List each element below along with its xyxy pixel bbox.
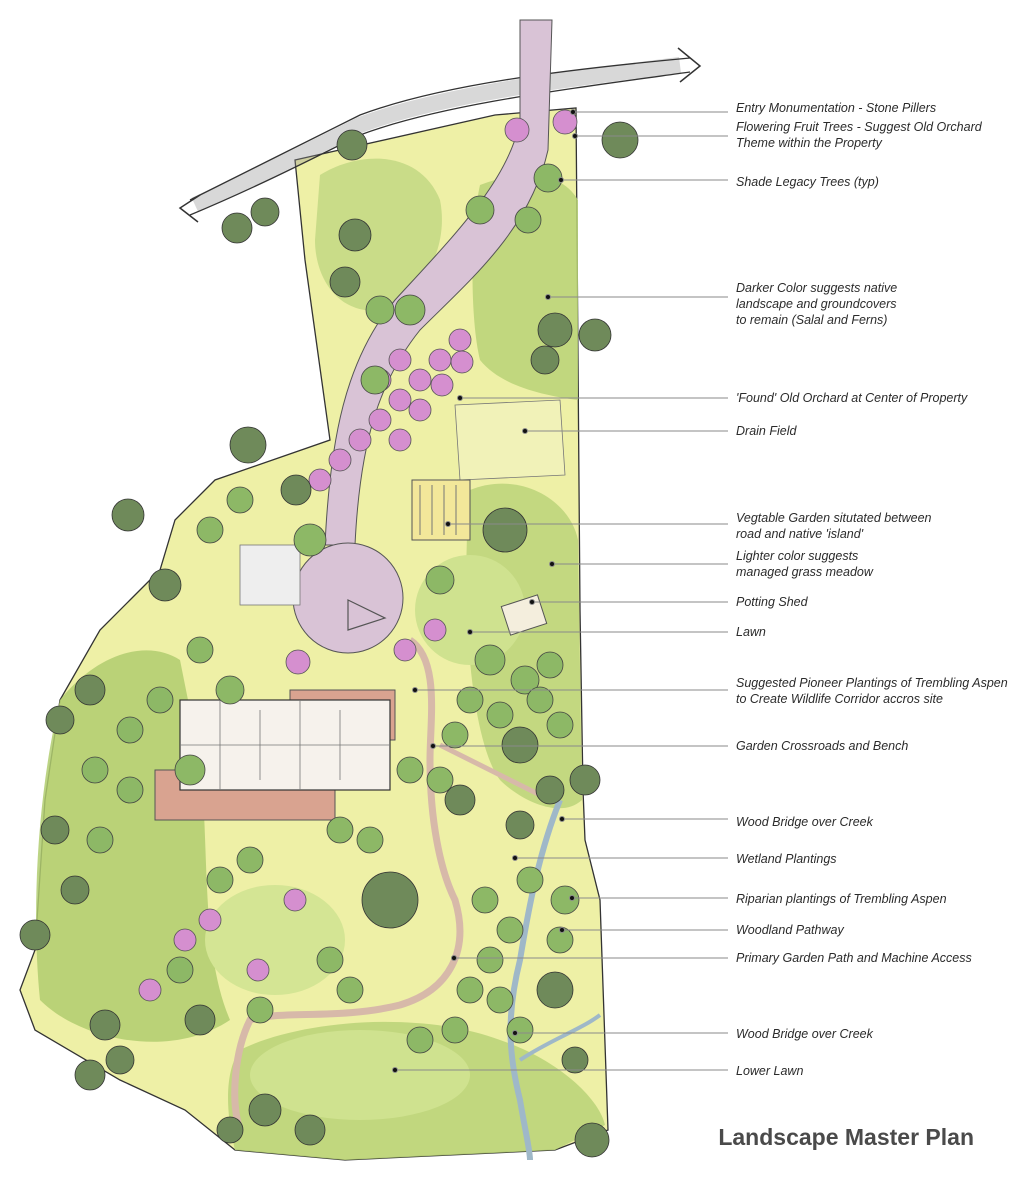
- parking-pad: [239, 544, 301, 606]
- callout-shade-legacy-trees: Shade Legacy Trees (typ): [736, 175, 879, 189]
- callout-found-old-orchard: 'Found' Old Orchard at Center of Propert…: [736, 391, 968, 405]
- garden-bed-area: [205, 885, 345, 995]
- motor-court-island: [347, 599, 387, 631]
- potting-shed: [500, 594, 548, 636]
- road-arrow-east: [677, 47, 702, 83]
- callout-flowering-fruit-trees: Flowering Fruit Trees - Suggest Old Orch…: [736, 120, 982, 150]
- callout-darker-color-native: Darker Color suggests native landscape a…: [736, 281, 898, 327]
- motor-court: [292, 542, 404, 654]
- evergreen-trees: [19, 121, 639, 1158]
- callout-lawn: Lawn: [736, 625, 766, 639]
- primary-garden-path: [231, 637, 464, 1132]
- callout-drain-field: Drain Field: [736, 424, 797, 438]
- callout-primary-garden-path: Primary Garden Path and Machine Access: [736, 951, 972, 965]
- callout-leader-lines: [392, 109, 728, 1073]
- callout-wetland-plantings: Wetland Plantings: [736, 852, 837, 866]
- callout-lighter-color-meadow: Lighter color suggests managed grass mea…: [736, 549, 873, 579]
- creek-branch: [518, 1013, 602, 1062]
- vegetable-garden-rows: [419, 485, 457, 535]
- road-edge-south: [189, 71, 691, 216]
- callout-potting-shed: Potting Shed: [736, 595, 808, 609]
- callout-wood-bridge-upper: Wood Bridge over Creek: [736, 815, 873, 829]
- plan-title: Landscape Master Plan: [718, 1124, 974, 1150]
- road-edge-north: [189, 57, 691, 201]
- callout-wood-bridge-lower: Wood Bridge over Creek: [736, 1027, 873, 1041]
- callout-riparian-plantings: Riparian plantings of Trembling Aspen: [736, 892, 947, 906]
- callout-woodland-pathway: Woodland Pathway: [736, 923, 844, 937]
- callout-lower-lawn: Lower Lawn: [736, 1064, 804, 1078]
- access-road: [191, 57, 681, 213]
- callout-garden-crossroads: Garden Crossroads and Bench: [736, 739, 909, 753]
- deciduous-trees: [81, 163, 580, 1054]
- drain-field-outline: [454, 399, 566, 481]
- callout-pioneer-plantings: Suggested Pioneer Plantings of Trembling…: [736, 676, 1008, 706]
- creek: [507, 798, 563, 1161]
- callout-entry-monumentation: Entry Monumentation - Stone Pillers: [736, 101, 937, 115]
- callout-vegetable-garden: Vegtable Garden situtated between road a…: [736, 511, 932, 541]
- road-arrow-west: [178, 194, 201, 223]
- house-interior-lines: [180, 700, 390, 790]
- vegetable-garden-beds: [411, 479, 471, 541]
- lower-lawn-area: [250, 1030, 470, 1120]
